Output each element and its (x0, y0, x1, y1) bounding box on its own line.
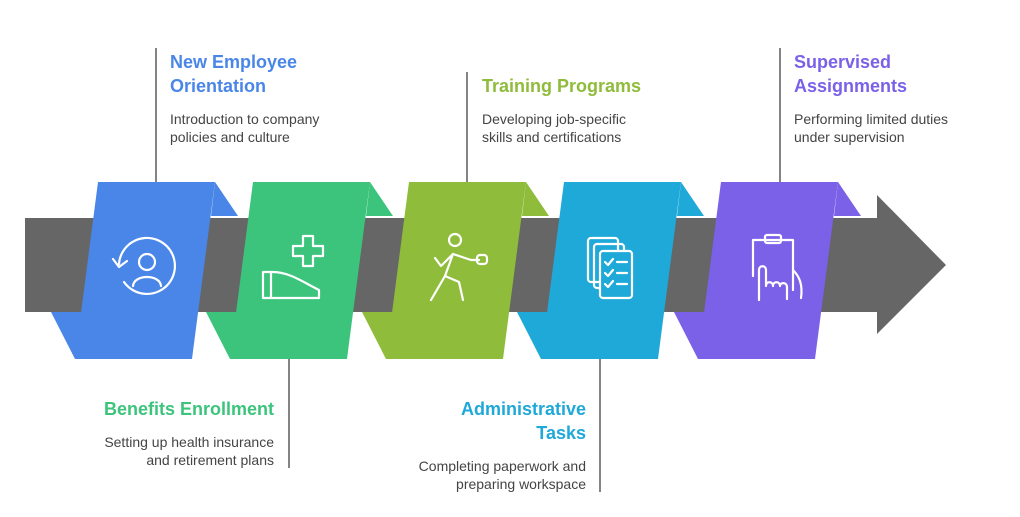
icon-stroke (598, 249, 634, 300)
step-desc-line: Introduction to company (170, 111, 320, 127)
step-desc-line: and retirement plans (146, 452, 274, 468)
panel-fold-top (211, 182, 238, 216)
icon-stroke (261, 270, 321, 300)
panel-face (698, 182, 838, 359)
panel-face (386, 182, 526, 359)
step-description: Setting up health insurance and retireme… (74, 433, 274, 469)
icon-stroke (603, 257, 615, 267)
arrow-head (877, 195, 946, 334)
leader-lines (155, 48, 781, 492)
icon-stroke (131, 275, 163, 288)
step-panel (517, 182, 704, 359)
icon-stroke (291, 234, 325, 268)
step-label-supervised-assignments: Supervised Assignments Performing limite… (794, 50, 994, 146)
icon-stroke (443, 274, 465, 302)
panel-face (230, 182, 370, 359)
icon-stroke (603, 279, 615, 289)
icon-stroke (763, 233, 783, 245)
person-training-icon (429, 232, 489, 302)
icon-stroke (475, 253, 489, 266)
document-checklist-icon (586, 236, 634, 300)
step-label-training-programs: Training Programs Developing job-specifi… (482, 74, 682, 146)
step-label-administrative-tasks: Administrative Tasks Completing paperwor… (386, 397, 586, 493)
icon-stroke (137, 252, 157, 272)
step-desc-line: Performing limited duties (794, 111, 949, 127)
icon-stroke (111, 257, 129, 269)
step-title-line: Administrative (460, 399, 586, 419)
step-panel (206, 182, 393, 359)
step-title: Benefits Enrollment (74, 397, 274, 421)
step-description: Performing limited duties under supervis… (794, 110, 994, 146)
step-title-line: Orientation (170, 76, 267, 96)
step-title: Supervised Assignments (794, 50, 994, 98)
panel-fold-top (834, 182, 861, 216)
step-title-line: Tasks (536, 423, 586, 443)
step-title: Training Programs (482, 74, 682, 98)
step-desc-line: Developing job-specific (482, 111, 626, 127)
panel-fold-top (522, 182, 549, 216)
step-description: Completing paperwork and preparing works… (386, 457, 586, 493)
clipboard-hand-icon (751, 233, 803, 302)
user-refresh-icon (111, 236, 177, 296)
panel-fold-top (366, 182, 393, 216)
step-panel (362, 182, 549, 359)
health-care-hand-icon (261, 234, 325, 300)
step-title: Administrative Tasks (386, 397, 586, 445)
step-panels (51, 182, 861, 359)
panel-fold-top (677, 182, 704, 216)
step-title-line: Training Programs (482, 76, 642, 96)
step-desc-line: Setting up health insurance (104, 434, 274, 450)
icon-stroke (791, 268, 803, 300)
step-desc-line: policies and culture (170, 129, 290, 145)
step-title-line: Supervised (794, 52, 892, 72)
step-description: Developing job-specific skills and certi… (482, 110, 682, 146)
icon-stroke (433, 252, 455, 268)
step-title: New Employee Orientation (170, 50, 370, 98)
step-label-benefits-enrollment: Benefits Enrollment Setting up health in… (74, 397, 274, 469)
step-desc-line: Completing paperwork and (418, 458, 586, 474)
icon-stroke (757, 265, 789, 302)
step-desc-line: under supervision (794, 129, 905, 145)
icon-stroke (447, 232, 463, 248)
icon-stroke (117, 236, 177, 296)
step-desc-line: skills and certifications (482, 129, 622, 145)
step-title-line: Assignments (794, 76, 908, 96)
step-title-line: New Employee (170, 52, 298, 72)
step-desc-line: preparing workspace (456, 476, 586, 492)
step-panel (51, 182, 238, 359)
icon-stroke (603, 268, 615, 278)
step-title-line: Benefits Enrollment (103, 399, 274, 419)
step-description: Introduction to company policies and cul… (170, 110, 370, 146)
icon-stroke (751, 238, 795, 292)
step-panel (674, 182, 861, 359)
step-label-new-employee-orientation: New Employee Orientation Introduction to… (170, 50, 370, 146)
